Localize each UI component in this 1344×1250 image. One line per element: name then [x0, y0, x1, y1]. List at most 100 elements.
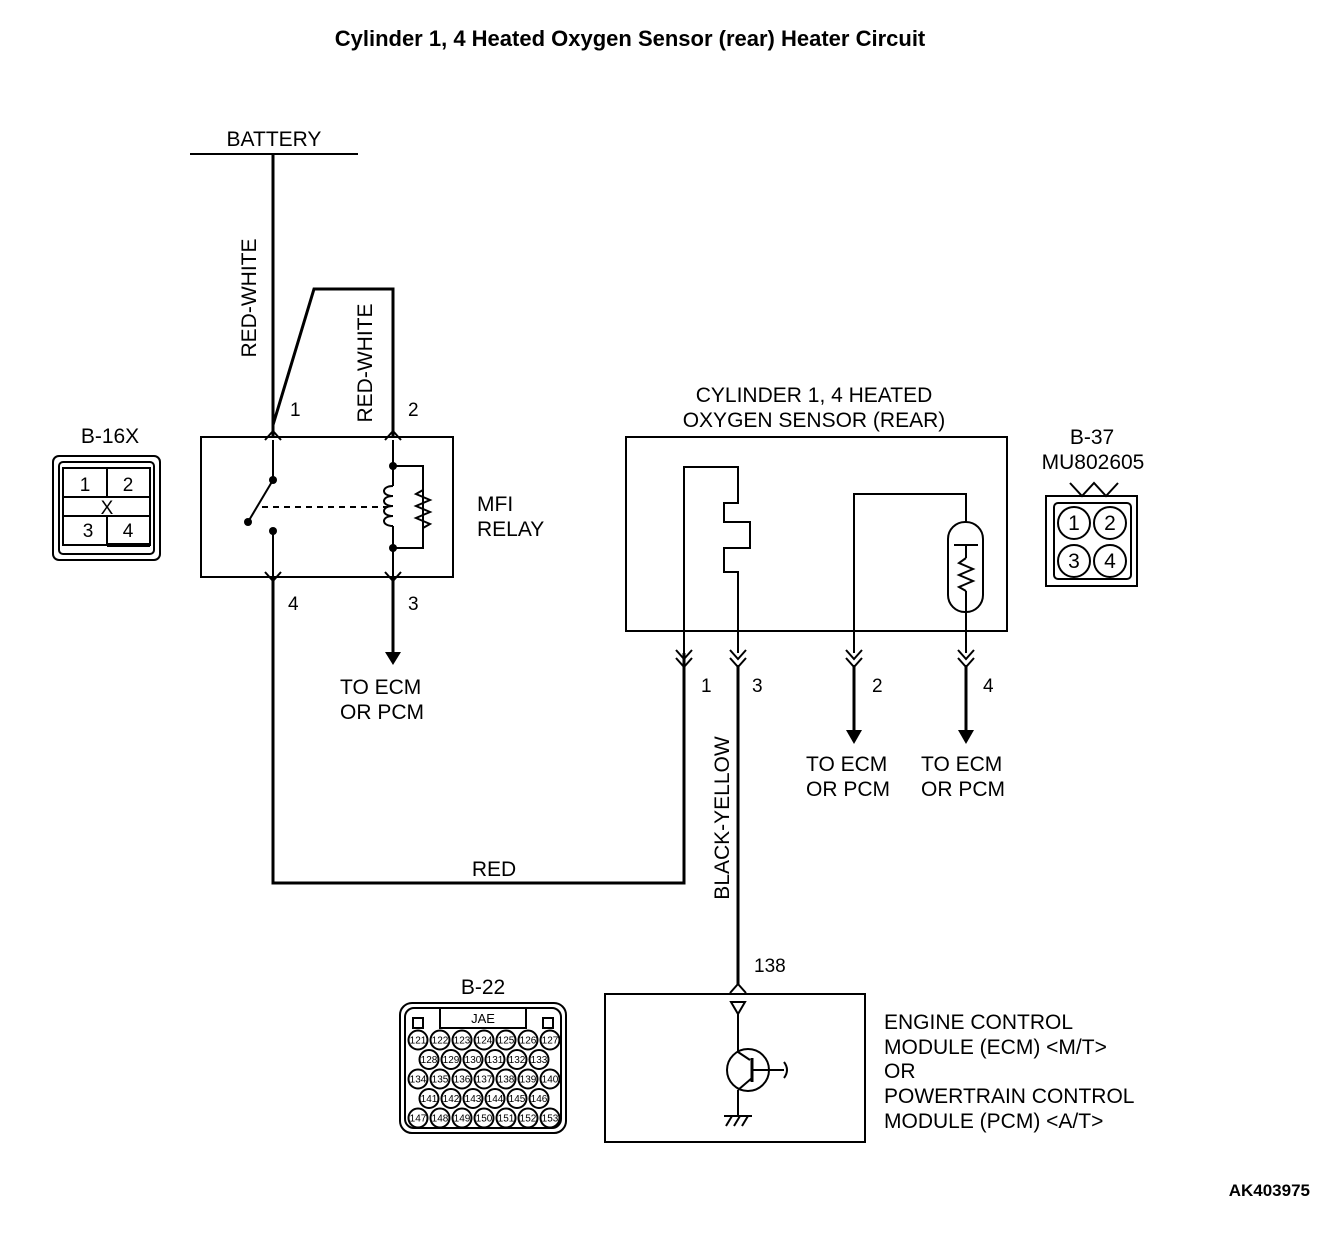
b22-maker: JAE [471, 1011, 495, 1026]
b37-pin-1: 1 [1068, 512, 1080, 535]
b22-pin-label: 123 [454, 1036, 471, 1047]
b22-pin-label: 141 [421, 1094, 438, 1105]
wire-relay-pin4-sensor [271, 577, 686, 885]
b22-pin-circle [517, 1029, 539, 1051]
b22-pin-label: 138 [498, 1075, 515, 1086]
b22-pin-circle [539, 1029, 561, 1051]
document-id: AK403975 [1229, 1181, 1310, 1200]
b22-pin-label: 134 [410, 1075, 427, 1086]
b22-pin-label: 153 [542, 1114, 559, 1125]
b22-pin-circle [528, 1049, 550, 1070]
ecm-box [604, 993, 866, 1143]
sensor-pin4-to-ecm-2: OR PCM [921, 778, 1005, 801]
b22-pin-label: 122 [432, 1036, 449, 1047]
b22-pin-circle [539, 1107, 561, 1129]
b22-pin-circle [451, 1107, 473, 1129]
b22-pin-label: 125 [498, 1036, 515, 1047]
b22-pin-label: 128 [421, 1055, 438, 1066]
sensor-pin2-to-ecm-1: TO ECM [806, 753, 887, 776]
b22-pin-circle [451, 1068, 473, 1090]
connector-b22-name: B-22 [461, 976, 505, 999]
battery-label: BATTERY [227, 128, 322, 151]
b22-pin-circle [462, 1088, 484, 1109]
mfi-relay-label-1: MFI [477, 493, 513, 516]
b22-pin-label: 139 [520, 1075, 537, 1086]
b22-pin-label: 127 [542, 1036, 559, 1047]
b22-pin-circle [473, 1107, 495, 1129]
b37-pin-2: 2 [1104, 512, 1116, 535]
b22-pin-label: 129 [443, 1055, 460, 1066]
b16x-pin-4: 4 [123, 521, 134, 542]
b22-pin-circle [539, 1068, 561, 1090]
b22-pin-circle [484, 1049, 506, 1070]
ecm-label-2: MODULE (ECM) <M/T> [884, 1036, 1107, 1059]
b22-pin-circle [506, 1088, 528, 1109]
wire-color-red-white-2: RED-WHITE [354, 304, 377, 423]
b16x-pin-1: 1 [80, 475, 91, 496]
mfi-relay-label-2: RELAY [477, 518, 544, 541]
sensor-heater [853, 493, 984, 653]
sensor-box [625, 436, 1008, 632]
wire-color-black-yellow: BLACK-YELLOW [711, 736, 734, 900]
b22-pin-label: 144 [487, 1094, 504, 1105]
sensor-pin-2: 2 [872, 676, 883, 697]
b22-pin-circle [418, 1088, 440, 1109]
b22-pin-circle [528, 1088, 550, 1109]
sensor-label-1: CYLINDER 1, 4 HEATED [696, 384, 933, 407]
wire-pin1-pin2 [271, 287, 395, 438]
b22-pin-circle [495, 1107, 517, 1129]
sensor-pin-4: 4 [983, 676, 994, 697]
ecm-label-1: ENGINE CONTROL [884, 1011, 1073, 1034]
connector-b37-part: MU802605 [1042, 451, 1145, 474]
relay-switch [244, 440, 388, 577]
b22-pin-label: 124 [476, 1036, 493, 1047]
b22-pin-label: 131 [487, 1055, 504, 1066]
b22-pin-circle [407, 1068, 429, 1090]
ecm-pin-138: 138 [754, 956, 786, 977]
connector-b16x: B-16X 1 2 X 3 4 [52, 425, 161, 561]
b22-pin-label: 143 [465, 1094, 482, 1105]
b22-pin-label: 145 [509, 1094, 526, 1105]
b22-pin-label: 147 [410, 1114, 427, 1125]
sensor-pin-1: 1 [701, 676, 712, 697]
relay-pin-3: 3 [408, 594, 419, 615]
relay-to-ecm-2: OR PCM [340, 701, 424, 724]
sensor-element [683, 466, 751, 653]
b22-pin-label: 126 [520, 1036, 537, 1047]
b22-pin-circle [473, 1068, 495, 1090]
b22-pin-circle [517, 1107, 539, 1129]
ecm-pin-terminal [729, 982, 747, 994]
connector-b37: B-37 MU802605 1 2 3 4 [1042, 426, 1145, 587]
b22-pin-circle [495, 1029, 517, 1051]
b37-pin-3: 3 [1068, 550, 1080, 573]
mfi-relay-box [200, 436, 454, 578]
ecm-label-3: OR [884, 1060, 916, 1083]
b22-pin-label: 148 [432, 1114, 449, 1125]
b22-pin-label: 137 [476, 1075, 493, 1086]
b22-pin-label: 136 [454, 1075, 471, 1086]
b22-pin-circle [495, 1068, 517, 1090]
b22-pin-label: 149 [454, 1114, 471, 1125]
b22-pin-label: 132 [509, 1055, 526, 1066]
ecm-label-4: POWERTRAIN CONTROL [884, 1085, 1134, 1108]
arrow-relay-ecm [385, 652, 401, 665]
connector-b37-name: B-37 [1070, 426, 1114, 449]
b37-pin-4: 4 [1104, 550, 1116, 573]
b16x-pin-3: 3 [83, 521, 94, 542]
sensor-pin2-terminal [845, 649, 863, 661]
b22-pin-circle [473, 1029, 495, 1051]
wire-color-red-white-1: RED-WHITE [238, 239, 261, 358]
arrow-sensor-pin2 [846, 730, 862, 744]
relay-to-ecm-1: TO ECM [340, 676, 421, 699]
relay-coil [383, 440, 433, 577]
diagram-title: Cylinder 1, 4 Heated Oxygen Sensor (rear… [335, 26, 926, 51]
sensor-pin4-to-ecm-1: TO ECM [921, 753, 1002, 776]
b22-pin-label: 133 [531, 1055, 548, 1066]
b22-pin-circle [429, 1029, 451, 1051]
b22-pin-label: 152 [520, 1114, 537, 1125]
sensor-label-2: OXYGEN SENSOR (REAR) [683, 409, 946, 432]
b22-pin-label: 146 [531, 1094, 548, 1105]
